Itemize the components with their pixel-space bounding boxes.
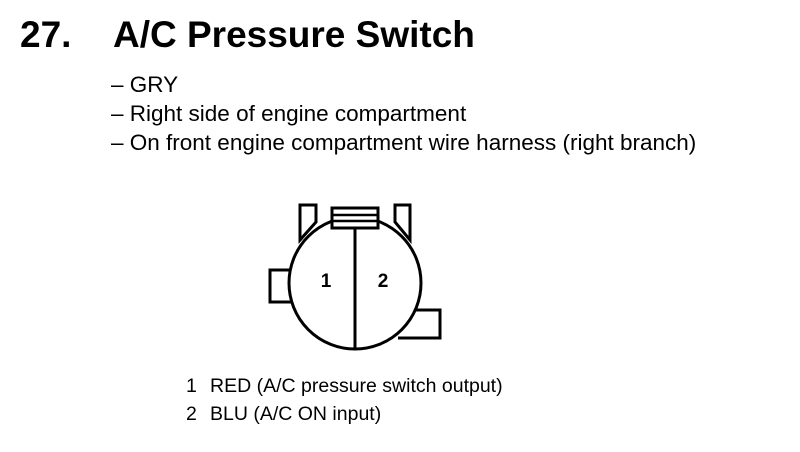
component-title: A/C Pressure Switch — [113, 14, 475, 55]
pin-assignment-row: 2 BLU (A/C ON input) — [186, 400, 503, 428]
connector-pin-label-2: 2 — [378, 271, 389, 292]
component-details: – GRY – Right side of engine compartment… — [111, 70, 696, 157]
detail-location: – Right side of engine compartment — [111, 101, 467, 126]
pin-number: 2 — [186, 403, 197, 425]
detail-harness: – On front engine compartment wire harne… — [111, 130, 697, 155]
pin-number: 1 — [186, 375, 197, 397]
pin-description: BLU (A/C ON input) — [210, 403, 382, 425]
connector-latch — [330, 206, 380, 230]
pin-assignment-list: 1 RED (A/C pressure switch output) 2 BLU (… — [186, 372, 503, 428]
connector-right-tab — [393, 203, 412, 245]
connector-left-tab — [298, 203, 318, 244]
detail-color: – GRY — [111, 72, 179, 97]
pin-description: RED (A/C pressure switch output) — [210, 375, 503, 397]
pin-assignment-row: 1 RED (A/C pressure switch output) — [186, 372, 503, 400]
component-number: 27. — [20, 14, 72, 55]
connector-pin-label-1: 1 — [321, 271, 332, 292]
